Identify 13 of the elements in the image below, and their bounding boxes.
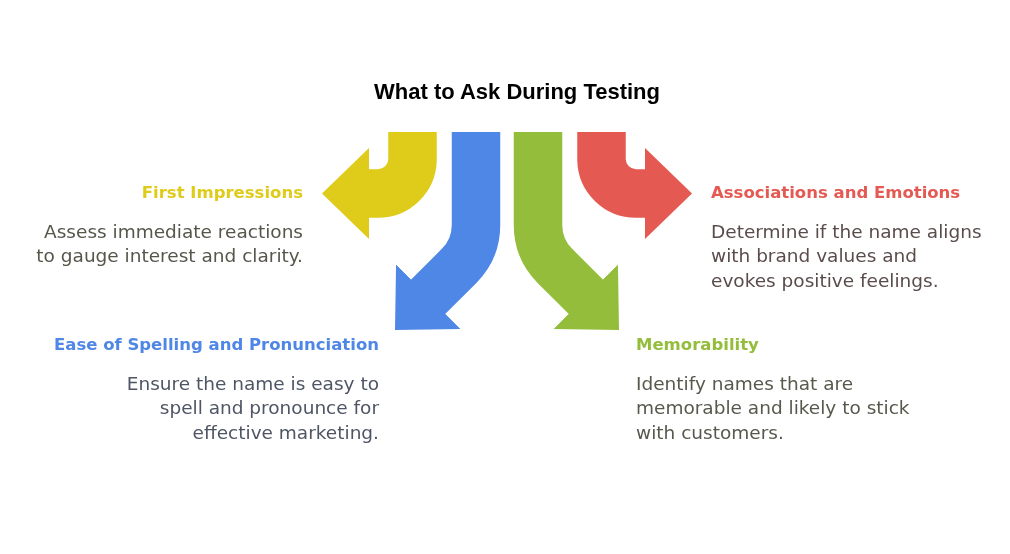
description-text: Determine if the name aligns with brand values and evokes positive feelings.: [711, 219, 983, 293]
heading: Memorability: [636, 334, 759, 356]
heading: First Impressions: [141, 182, 303, 204]
curved-arrow: [577, 132, 692, 239]
heading: Ease of Spelling and Pronunciation: [54, 334, 379, 356]
description-text: Identify names that are memorable and likely to stick with customers.: [636, 371, 911, 445]
curved-arrow: [322, 132, 437, 239]
curved-arrow: [395, 132, 501, 330]
diagram-title: What to Ask During Testing: [374, 78, 660, 106]
heading: Associations and Emotions: [711, 182, 961, 204]
description-text: Ensure the name is easy to spell and pronounce for effective marketing.: [125, 371, 379, 445]
curved-arrow: [513, 132, 619, 330]
description-text: Assess immediate reactions to gauge interest and clarity.: [35, 219, 303, 268]
